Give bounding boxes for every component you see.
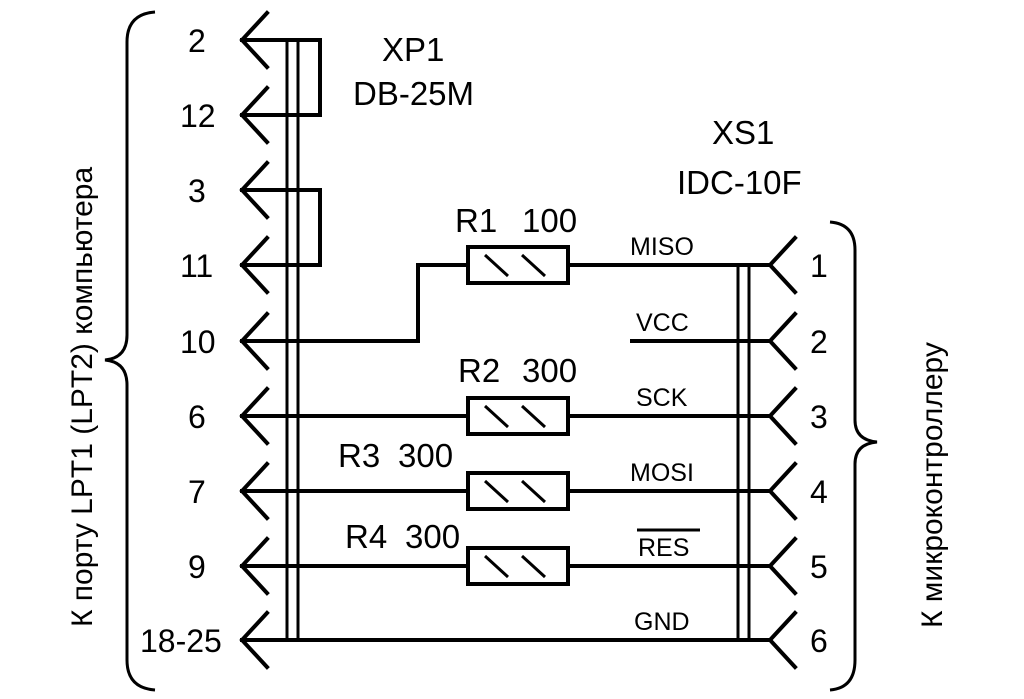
right-brace xyxy=(829,220,878,692)
resistor-r4 xyxy=(466,546,570,586)
r3-ref: R3 xyxy=(338,437,380,474)
left-side-label: К порту LPT1 (LPT2) компьютера xyxy=(66,167,99,627)
resistor-r3-hatch xyxy=(520,479,547,504)
resistor-r3 xyxy=(466,471,570,511)
left-pin-label: 10 xyxy=(180,324,216,360)
resistor-r2-hatch xyxy=(520,404,547,429)
left-pin-label: 6 xyxy=(188,399,206,435)
signal-gnd: GND xyxy=(634,608,690,636)
right-side-label: К микроконтроллеру xyxy=(916,342,949,628)
r4-value: 300 xyxy=(405,518,460,555)
resistor-r2-hatch xyxy=(483,404,510,429)
jumper-2-12 xyxy=(240,38,322,117)
left-pin-label: 18-25 xyxy=(140,623,222,659)
right-pin-arrow xyxy=(767,536,798,596)
right-pin-label: 6 xyxy=(810,623,828,659)
xp1-type: DB-25M xyxy=(353,75,474,112)
signal-vcc: VCC xyxy=(636,309,689,337)
resistor-r4-hatch xyxy=(520,554,547,579)
left-pin-label: 9 xyxy=(188,549,206,585)
r2-ref: R2 xyxy=(458,352,500,389)
r1-value: 100 xyxy=(522,202,577,239)
right-pin-label: 4 xyxy=(810,474,828,510)
signal-miso: MISO xyxy=(630,233,694,261)
signal-sck: SCK xyxy=(636,384,688,412)
jumper-3-11 xyxy=(296,188,322,267)
r1-ref: R1 xyxy=(455,202,497,239)
xp1-ref: XP1 xyxy=(382,31,444,68)
right-pin-arrow xyxy=(767,311,798,371)
xs1-ref: XS1 xyxy=(712,114,774,151)
wire-miso xyxy=(240,263,470,343)
resistor-r3-hatch xyxy=(483,479,510,504)
right-pin-arrow xyxy=(767,386,798,446)
left-brace xyxy=(104,10,156,692)
right-pin-arrow xyxy=(767,461,798,521)
left-pin-label: 7 xyxy=(188,474,206,510)
right-pin-arrow xyxy=(767,235,798,295)
right-pin-label: 5 xyxy=(810,549,828,585)
r4-ref: R4 xyxy=(345,518,387,555)
resistor-r1-hatch xyxy=(520,253,547,278)
right-pin-label: 1 xyxy=(810,248,828,284)
left-pin-label: 3 xyxy=(188,173,206,209)
resistor-r4-hatch xyxy=(483,554,510,579)
right-pin-label: 2 xyxy=(810,324,828,360)
r3-value: 300 xyxy=(398,437,453,474)
left-pin-label: 11 xyxy=(180,248,213,284)
left-pin-label: 12 xyxy=(180,98,216,134)
signal-res: RES xyxy=(638,534,689,562)
resistor-r1-hatch xyxy=(483,253,510,278)
xs1-type: IDC-10F xyxy=(677,164,802,201)
r2-value: 300 xyxy=(522,352,577,389)
right-pin-label: 3 xyxy=(810,399,828,435)
signal-mosi: MOSI xyxy=(630,459,694,487)
left-pin-label: 2 xyxy=(188,23,206,59)
resistor-r1 xyxy=(466,245,570,285)
right-pin-arrow xyxy=(767,610,798,670)
resistor-r2 xyxy=(466,396,570,436)
